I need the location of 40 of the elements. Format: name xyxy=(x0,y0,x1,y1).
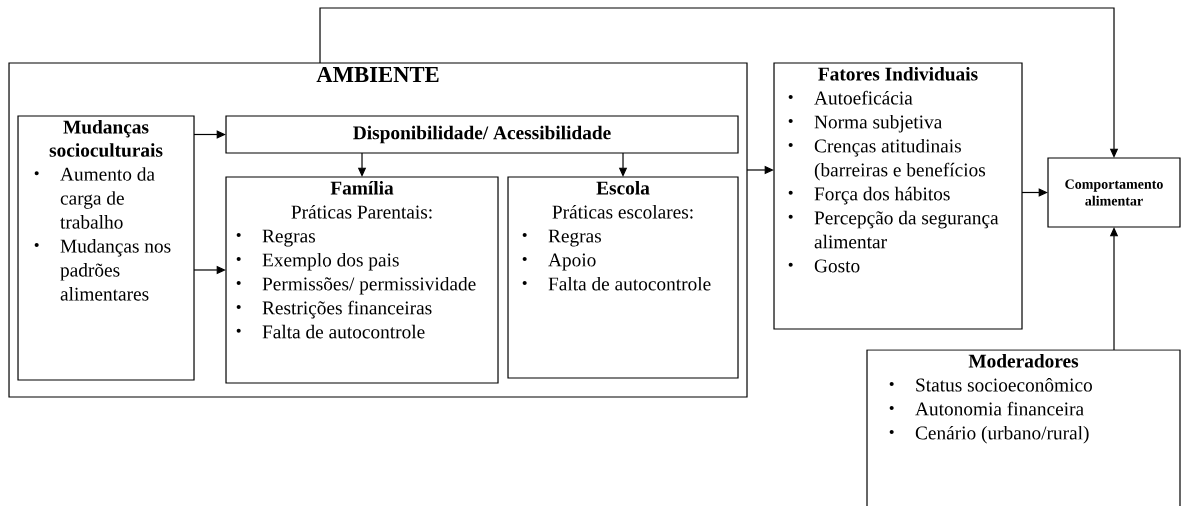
box-subtitle: Práticas Parentais: xyxy=(291,204,432,219)
process-box xyxy=(17,115,195,381)
box-heading: AMBIENTE xyxy=(316,67,439,82)
list-item: Mudanças nos padrões alimentares xyxy=(34,239,171,301)
box-heading: Comportamento alimentar xyxy=(1065,179,1163,206)
box-heading: Escola xyxy=(596,181,650,195)
list-item: Aumento da carga de trabalho xyxy=(34,167,155,229)
list-item: Exemplo dos pais xyxy=(236,252,399,271)
process-box xyxy=(866,349,1181,506)
list-item: Falta de autocontrole xyxy=(236,324,425,339)
list-item: Autoeficácia xyxy=(788,90,913,105)
list-item: Percepção da segurança alimentar xyxy=(788,210,999,249)
box-heading: Disponibilidade/ Acessibilidade xyxy=(353,125,611,144)
arrow xyxy=(319,7,1119,158)
box-heading: Fatores Individuais xyxy=(818,67,978,81)
list-item: Apoio xyxy=(522,253,596,271)
process-box xyxy=(773,62,1023,330)
list-item: Norma subjetiva xyxy=(788,114,943,133)
outcome-box xyxy=(1047,157,1181,228)
list-item: Status socioeconômico xyxy=(889,377,1092,392)
list-item: Regras xyxy=(522,229,601,247)
list-item: Falta de autocontrole xyxy=(522,276,711,291)
group-box xyxy=(8,62,748,398)
arrow xyxy=(193,130,226,139)
process-box xyxy=(507,176,739,379)
list-item: Regras xyxy=(236,229,315,247)
list-item: Autonomia financeira xyxy=(889,401,1084,416)
process-box xyxy=(225,176,499,384)
list-item: Permissões/ permissividade xyxy=(236,276,476,295)
process-box xyxy=(225,115,739,154)
arrow xyxy=(1021,188,1048,197)
list-item: Cenário (urbano/rural) xyxy=(889,425,1089,444)
box-heading: Família xyxy=(330,181,394,195)
box-heading: Mudanças socioculturais xyxy=(49,120,163,157)
list-item: Crenças atitudinais (barreiras e benefícios xyxy=(788,138,986,181)
list-item: Restrições financeiras xyxy=(236,300,432,319)
list-item: Gosto xyxy=(788,259,860,273)
list-item: Força dos hábitos xyxy=(788,186,950,205)
box-subtitle: Práticas escolares: xyxy=(552,204,693,219)
box-heading: Moderadores xyxy=(968,354,1079,368)
